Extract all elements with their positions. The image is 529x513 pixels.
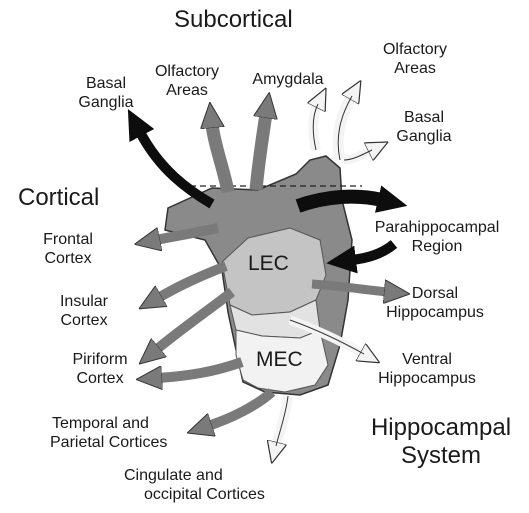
arrow-to-basal-ganglia-right [344, 150, 372, 160]
cingulate-occipital-label: Cingulate and occipital Cortices [118, 466, 308, 504]
parahippocampal-line1: Parahippocampal [362, 218, 512, 237]
frontal-cortex-line2: Cortex [26, 249, 110, 268]
piriform-cortex-line1: Piriform [58, 350, 142, 369]
temporal-parietal-label: Temporal and Parietal Cortices [50, 414, 210, 452]
dorsal-hippocampus-line1: Dorsal [370, 284, 500, 303]
basal-ganglia-left-line2: Ganglia [66, 93, 146, 112]
dorsal-hippocampus-line2: Hippocampus [370, 303, 500, 322]
hippocampal-system-header: Hippocampal System [356, 414, 526, 470]
basal-ganglia-right-line1: Basal [384, 108, 464, 127]
arrow-to-piriform-lower [158, 362, 242, 378]
ventral-hippocampus-line2: Hippocampus [362, 369, 492, 388]
frontal-cortex-label: Frontal Cortex [26, 230, 110, 268]
frontal-cortex-line1: Frontal [26, 230, 110, 249]
amygdala-label: Amygdala [238, 70, 338, 89]
arrow-to-piriform-upper [156, 292, 232, 350]
insular-cortex-line2: Cortex [42, 311, 126, 330]
temporal-parietal-line2: Parietal Cortices [50, 433, 210, 452]
basal-ganglia-left-label: Basal Ganglia [66, 74, 146, 112]
basal-ganglia-right-label: Basal Ganglia [384, 108, 464, 146]
arrow-to-olfactory-right [338, 96, 352, 160]
parahippocampal-line2: Region [362, 237, 512, 256]
mec-label: MEC [256, 348, 303, 372]
olfactory-areas-right-line1: Olfactory [370, 40, 460, 59]
lec-label: LEC [248, 252, 289, 276]
temporal-parietal-line1: Temporal and [50, 414, 210, 433]
ventral-hippocampus-label: Ventral Hippocampus [362, 350, 492, 388]
hippocampal-system-line2: System [356, 442, 526, 470]
basal-ganglia-right-line2: Ganglia [384, 127, 464, 146]
piriform-cortex-line2: Cortex [58, 369, 142, 388]
cingulate-occipital-line2: occipital Cortices [118, 485, 308, 504]
ventral-hippocampus-line1: Ventral [362, 350, 492, 369]
cingulate-occipital-line1: Cingulate and [118, 466, 308, 485]
olfactory-areas-right-label: Olfactory Areas [370, 40, 460, 78]
arrow-to-temporal-parietal [208, 392, 272, 426]
arrow-to-insular-cortex [158, 266, 226, 298]
olfactory-areas-left-line1: Olfactory [142, 62, 232, 81]
arrow-to-amygdala [256, 114, 266, 190]
hippocampal-system-line1: Hippocampal [356, 414, 526, 442]
olfactory-areas-right-line2: Areas [370, 59, 460, 78]
piriform-cortex-label: Piriform Cortex [58, 350, 142, 388]
cortical-header: Cortical [18, 184, 99, 212]
insular-cortex-label: Insular Cortex [42, 292, 126, 330]
insular-cortex-line1: Insular [42, 292, 126, 311]
parahippocampal-label: Parahippocampal Region [362, 218, 512, 256]
arrow-to-basal-ganglia-left [140, 132, 212, 204]
dorsal-hippocampus-label: Dorsal Hippocampus [370, 284, 500, 322]
basal-ganglia-left-line1: Basal [66, 74, 146, 93]
olfactory-areas-left-label: Olfactory Areas [142, 62, 232, 100]
arrow-to-olfactory-left [212, 124, 228, 192]
olfactory-areas-left-line2: Areas [142, 81, 232, 100]
subcortical-header: Subcortical [174, 6, 293, 34]
